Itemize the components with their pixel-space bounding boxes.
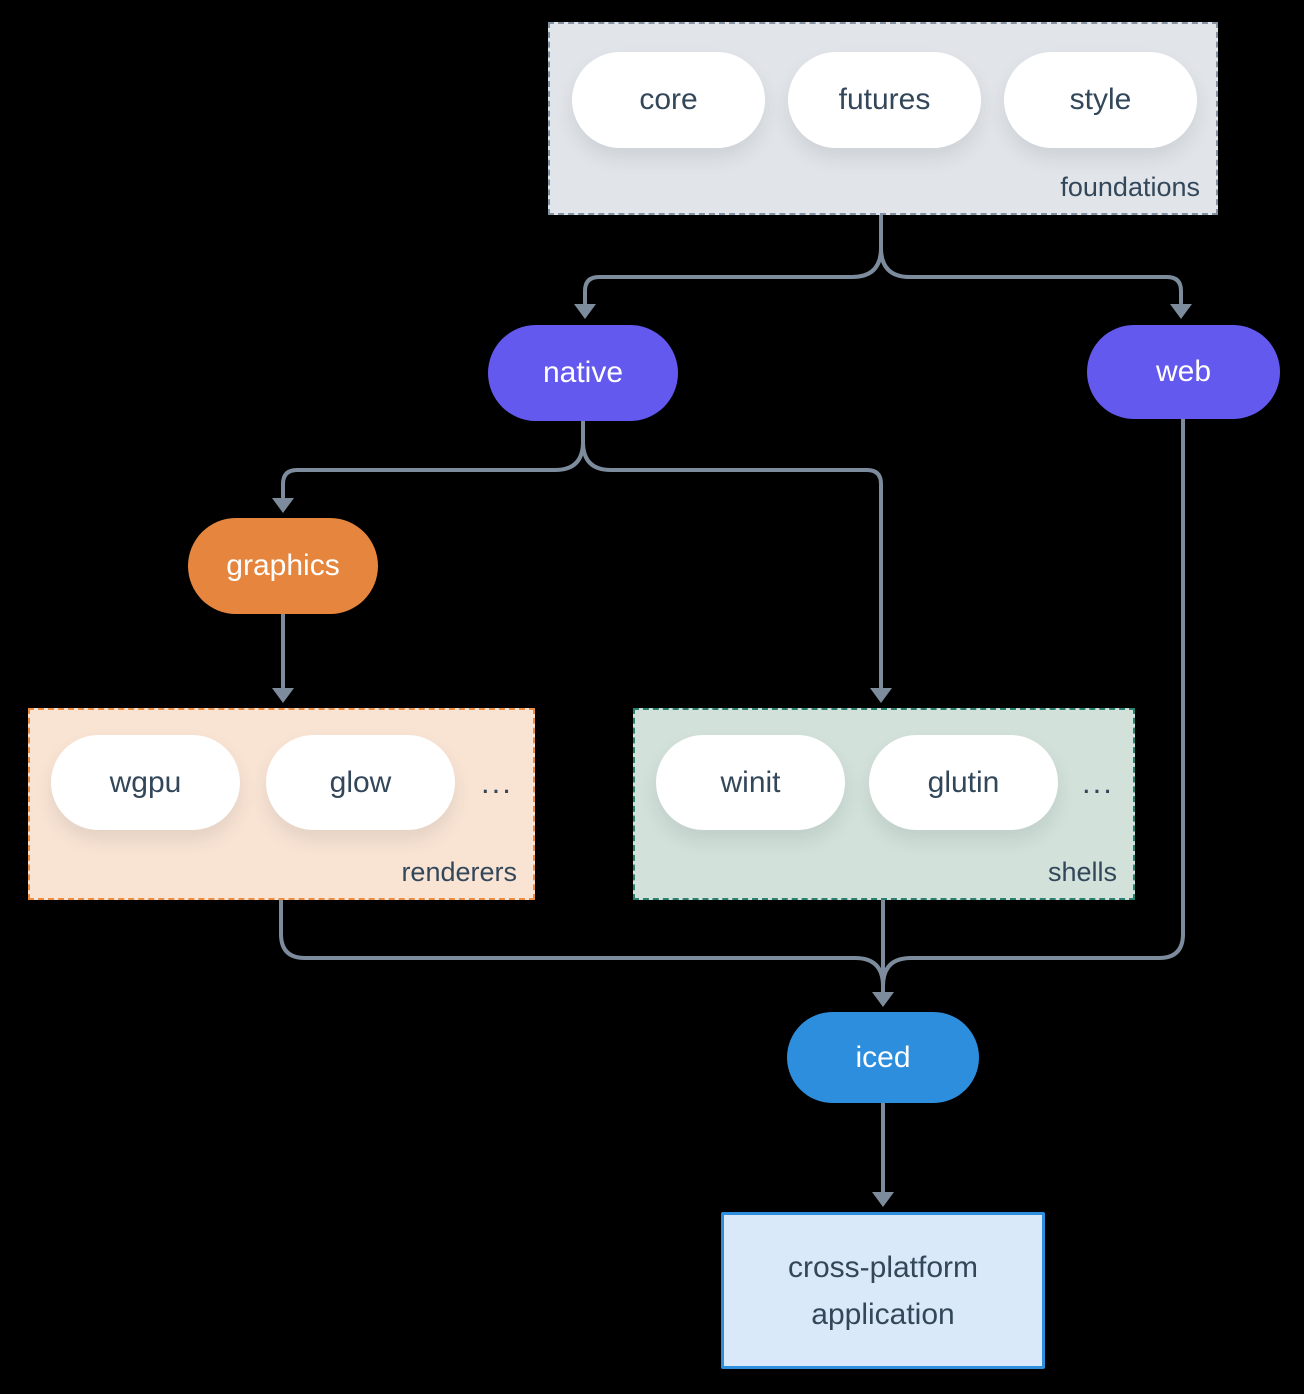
shells-label: shells — [1047, 857, 1117, 887]
node-core: core — [572, 52, 765, 148]
node-glutin: glutin — [869, 735, 1058, 830]
node-glow: glow — [266, 735, 455, 830]
node-futures: futures — [788, 52, 981, 148]
renderers-ellipsis: ... — [481, 764, 513, 800]
arrowhead-shells — [870, 688, 892, 703]
connector-web-iced — [881, 416, 1185, 988]
node-style: style — [1004, 52, 1197, 148]
application-box: cross-platform application — [721, 1212, 1045, 1369]
shells-group: winit glutin ... shells — [633, 708, 1135, 900]
connector-renderers-iced — [279, 898, 885, 988]
application-label-line1: cross-platform — [787, 1250, 979, 1284]
foundations-label: foundations — [1060, 172, 1200, 202]
node-iced: iced — [787, 1012, 979, 1103]
connector-native-shells — [581, 440, 883, 689]
foundations-group: core futures style foundations — [548, 22, 1218, 215]
arrowhead-iced — [872, 992, 894, 1007]
arrowhead-native — [574, 304, 596, 319]
node-wgpu: wgpu — [51, 735, 240, 830]
foundations-pill-row: core futures style — [550, 24, 1216, 148]
renderers-label: renderers — [401, 857, 517, 887]
node-graphics: graphics — [188, 518, 378, 614]
node-web: web — [1087, 325, 1280, 419]
application-label-line2: application — [811, 1297, 955, 1331]
node-winit: winit — [656, 735, 845, 830]
connector-foundations-native — [583, 246, 883, 305]
arrowhead-graphics — [272, 498, 294, 513]
shells-ellipsis: ... — [1082, 764, 1114, 800]
renderers-group: wgpu glow ... renderers — [28, 708, 535, 900]
shells-pill-row: winit glutin ... — [635, 710, 1133, 830]
node-native: native — [488, 325, 678, 421]
connector-foundations-web — [879, 246, 1183, 305]
connector-native-graphics — [281, 440, 585, 499]
arrowhead-renderers — [272, 688, 294, 703]
arrowhead-web — [1170, 304, 1192, 319]
arrowhead-application — [872, 1192, 894, 1207]
renderers-pill-row: wgpu glow ... — [30, 710, 533, 830]
